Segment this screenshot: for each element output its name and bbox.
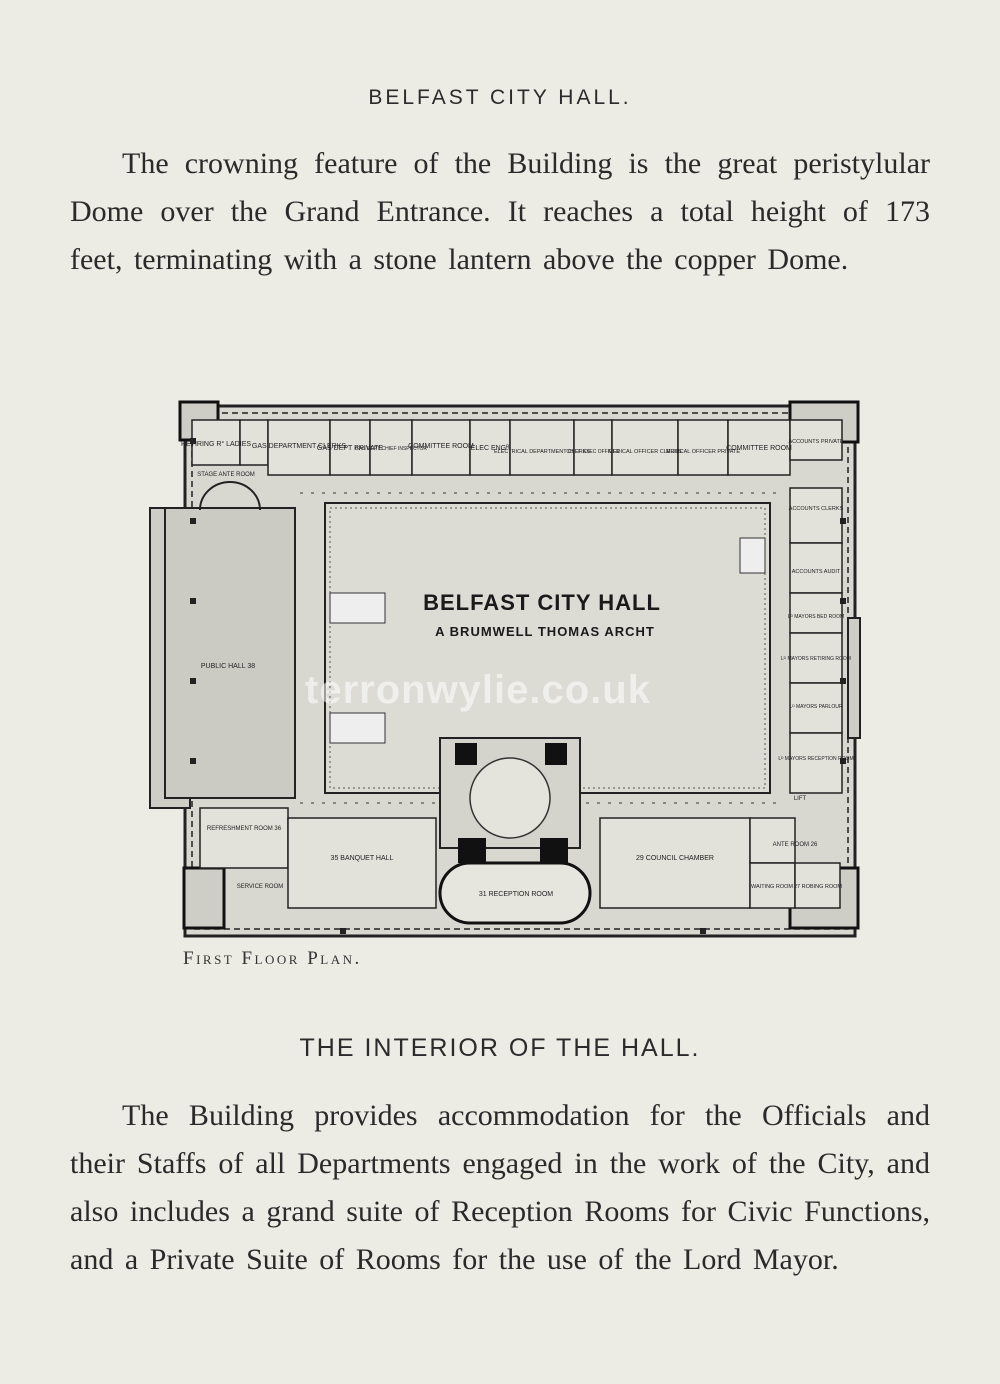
room-service: SERVICE ROOM [237,884,284,890]
room-ante: ANTE ROOM 26 [773,842,818,848]
room-retiring: RETIRING R° LADIES [181,440,251,448]
room-lm-parlour: Lᴰ MAYORS PARLOUR [790,704,843,710]
room-stage: STAGE ANTE ROOM [197,472,255,478]
intro-paragraph: The crowning feature of the Building is … [70,140,930,284]
room-gas-private: GAS DEPT PRIVATE [317,445,383,452]
floor-plan: BELFAST CITY HALL A BRUMWELL THOMAS ARCH… [140,398,870,948]
room-gas-clerks: GAS DEPARTMENT CLERKS [252,443,346,450]
room-lm-bedroom: Lᴰ MAYORS BED ROOM [788,614,844,620]
room-refreshment: REFRESHMENT ROOM 36 [207,826,282,832]
room-waiting: WAITING ROOM [751,884,793,890]
plan-architect: A BRUMWELL THOMAS ARCHT [435,624,655,639]
intro-text: The crowning feature of the Building is … [70,147,930,276]
room-elec-eng: ELEC ENGᴿ [471,445,510,452]
room-chief-exec: CHIEF EXEC OFFICER [566,449,620,455]
room-banquet: 35 BANQUET HALL [331,855,394,862]
plan-caption: First Floor Plan. [183,948,362,969]
plan-title: BELFAST CITY HALL [423,590,661,615]
room-med-clerks: MEDICAL OFFICER CLERKS [608,449,682,455]
room-med-private: MEDICAL OFFICER PRIVATE [666,449,740,455]
room-elec-clerks: ELECTRICAL DEPARTMENT CLERKS [494,449,590,455]
room-lift: LIFT [794,796,807,802]
room-public-hall: PUBLIC HALL 38 [201,663,255,670]
body-text: The Building provides accommodation for … [70,1099,930,1276]
body-paragraph: The Building provides accommodation for … [70,1092,930,1284]
room-gas-inspector: GAS DEPT CHIEF INSPECTOR [355,446,427,452]
room-reception: 31 RECEPTION ROOM [479,891,553,898]
room-committee-2: COMMITTEE ROOM [726,445,792,452]
page-title: BELFAST CITY HALL. [368,86,632,109]
room-council: 29 COUNCIL CHAMBER [636,855,714,862]
section-title: THE INTERIOR OF THE HALL. [299,1034,701,1062]
room-lm-retiring: Lᴰ MAYORS RETIRING ROOM [781,656,851,662]
room-robing: 27 ROBING ROOM [794,884,842,890]
room-accounts-clerks: ACCOUNTS CLERKS [789,506,844,512]
room-accounts-private: ACCOUNTS PRIVATE [788,439,843,445]
watermark: terronwylie.co.uk [305,668,651,712]
room-accounts-audit: ACCOUNTS AUDIT [792,569,841,575]
room-committee-1: COMMITTEE ROOM [408,443,474,450]
room-lm-reception: Lᴰ MAYORS RECEPTION ROOM [778,756,853,762]
